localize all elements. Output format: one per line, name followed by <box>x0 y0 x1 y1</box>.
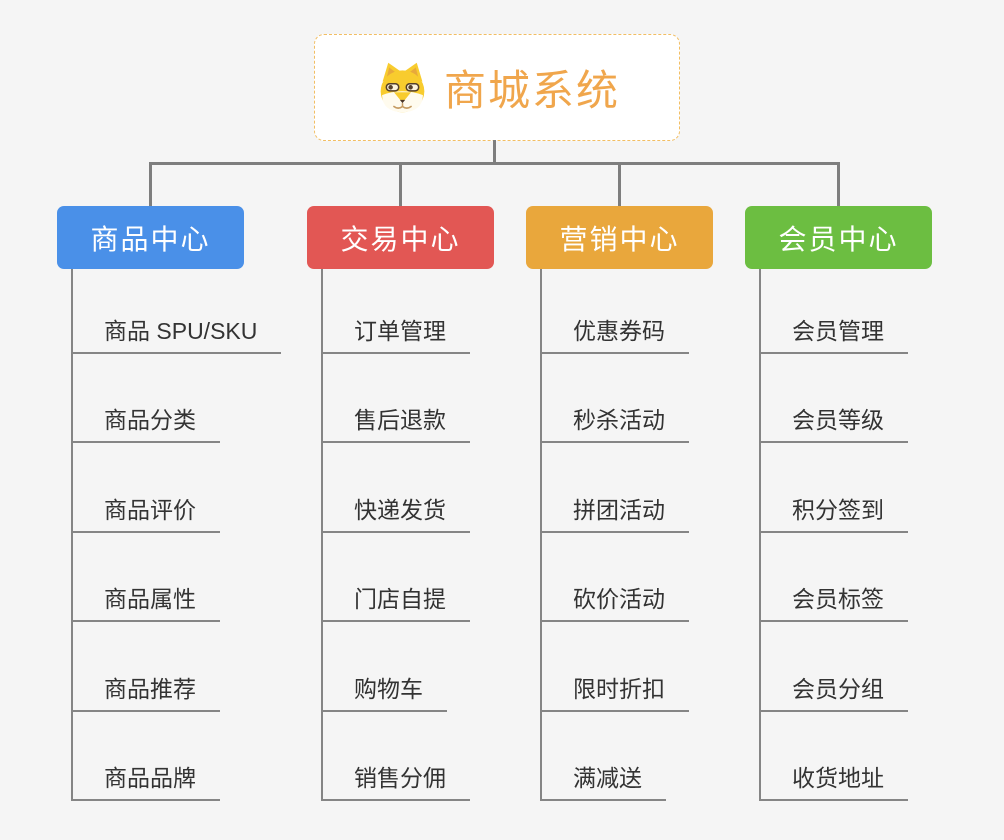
connector-root-stub <box>493 140 496 163</box>
leaf-node[interactable]: 售后退款 <box>321 397 470 443</box>
leaf-node[interactable]: 商品属性 <box>71 576 220 622</box>
leaf-node[interactable]: 商品分类 <box>71 397 220 443</box>
leaf-node[interactable]: 会员等级 <box>759 397 908 443</box>
branch-header-member-center[interactable]: 会员中心 <box>745 206 932 269</box>
leaf-node[interactable]: 拼团活动 <box>540 487 689 533</box>
leaf-node[interactable]: 商品 SPU/SKU <box>71 308 282 354</box>
shiba-dog-icon <box>380 62 425 113</box>
leaf-node[interactable]: 会员分组 <box>759 666 908 712</box>
branch-spine-product <box>71 269 73 801</box>
branch-spine-member <box>759 269 761 801</box>
connector-drop-member <box>837 165 840 206</box>
leaf-node[interactable]: 满减送 <box>540 755 666 801</box>
leaf-node[interactable]: 秒杀活动 <box>540 397 689 443</box>
leaf-node[interactable]: 商品推荐 <box>71 666 220 712</box>
branch-spine-trade <box>321 269 323 801</box>
leaf-node[interactable]: 销售分佣 <box>321 755 470 801</box>
leaf-node[interactable]: 快递发货 <box>321 487 470 533</box>
leaf-node[interactable]: 商品品牌 <box>71 755 220 801</box>
root-title: 商城系统 <box>443 67 620 114</box>
connector-bus <box>149 162 840 165</box>
leaf-node[interactable]: 门店自提 <box>321 576 470 622</box>
leaf-node[interactable]: 订单管理 <box>321 308 470 354</box>
leaf-node[interactable]: 砍价活动 <box>540 576 689 622</box>
leaf-node[interactable]: 会员管理 <box>759 308 908 354</box>
connector-drop-marketing <box>618 165 621 206</box>
leaf-node[interactable]: 限时折扣 <box>540 666 689 712</box>
leaf-node[interactable]: 会员标签 <box>759 576 908 622</box>
branch-spine-marketing <box>540 269 542 801</box>
connector-drop-trade <box>399 165 402 206</box>
leaf-node[interactable]: 积分签到 <box>759 487 908 533</box>
branch-header-trade-center[interactable]: 交易中心 <box>307 206 494 269</box>
leaf-node[interactable]: 购物车 <box>321 666 447 712</box>
connector-drop-product <box>149 165 152 206</box>
leaf-node[interactable]: 收货地址 <box>759 755 908 801</box>
branch-header-marketing-center[interactable]: 营销中心 <box>526 206 713 269</box>
root-node[interactable]: 商城系统 <box>314 34 680 141</box>
leaf-node[interactable]: 商品评价 <box>71 487 220 533</box>
branch-header-product-center[interactable]: 商品中心 <box>57 206 244 269</box>
leaf-node[interactable]: 优惠券码 <box>540 308 689 354</box>
